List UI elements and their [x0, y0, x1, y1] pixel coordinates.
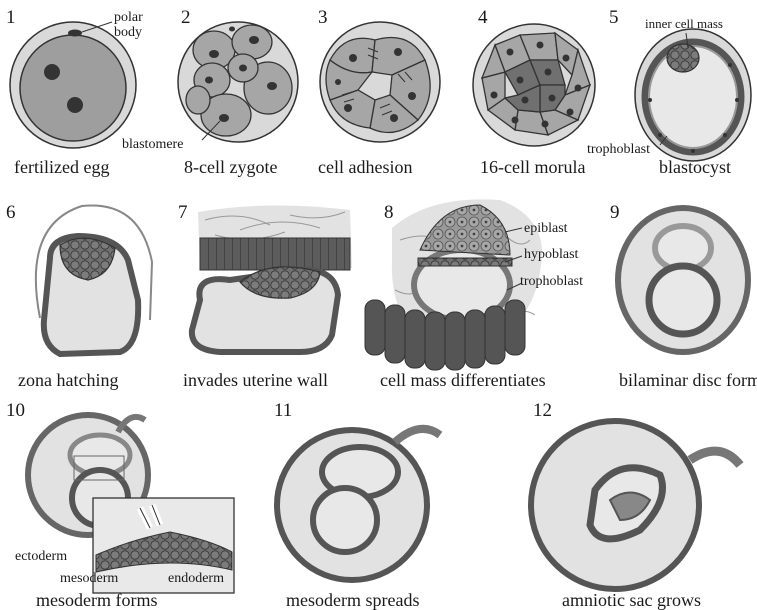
stage-8-cell-mass-differentiates: 8 epiblast hypoblast trophoblast cell ma…: [365, 199, 583, 390]
stage-number: 2: [181, 7, 191, 28]
stage-caption: cell adhesion: [318, 157, 412, 177]
stage-3-cell-adhesion: 3 cell adhesion: [318, 7, 440, 177]
pronucleus: [44, 64, 60, 80]
stage-11-mesoderm-spreads: 11 mesoderm spreads: [274, 400, 440, 610]
polar-body: [68, 30, 82, 37]
hypoblast-label: hypoblast: [524, 247, 579, 262]
stage-caption: mesoderm forms: [36, 590, 157, 610]
stage-caption: bilaminar disc forms: [619, 370, 757, 390]
yolk-sac: [313, 488, 377, 552]
stage-number: 6: [6, 202, 16, 223]
stage-4-16-cell-morula: 4 16-cell morula: [473, 7, 595, 177]
stage-12-amniotic-sac-grows: 12 amniotic sac grows: [531, 400, 740, 610]
stage-caption: cell mass differentiates: [380, 370, 546, 390]
stage-10-mesoderm-forms: 10 ectoderm mesoderm endoderm mesoderm f…: [6, 400, 234, 610]
inner-cells: [505, 60, 565, 112]
trophoblast-label: trophoblast: [587, 142, 650, 157]
stage-2-8-cell-zygote: 2 blastomere 8-cell zygote: [122, 7, 298, 177]
chorionic-villus: [690, 451, 740, 465]
ectoderm-label: ectoderm: [15, 549, 67, 564]
stage-5-blastocyst: 5 inner cell mass trophoblast blastocyst: [587, 7, 751, 177]
stage-caption: zona hatching: [18, 370, 118, 390]
stage-caption: fertilized egg: [14, 157, 109, 177]
stage-caption: amniotic sac grows: [562, 590, 701, 610]
stage-caption: blastocyst: [659, 157, 731, 177]
stage-caption: mesoderm spreads: [286, 590, 419, 610]
blastomere-label: blastomere: [122, 137, 183, 152]
epiblast-label: epiblast: [524, 221, 568, 236]
stage-caption: invades uterine wall: [183, 370, 328, 390]
stage-number: 3: [318, 7, 328, 28]
stage-number: 7: [178, 202, 188, 223]
stage-number: 4: [478, 7, 488, 28]
stage-7-invades-uterine-wall: 7 invades uterine wall: [178, 202, 352, 390]
yolk-sac: [649, 266, 717, 334]
stage-number: 9: [610, 202, 620, 223]
pronucleus: [67, 97, 83, 113]
inner-cell-mass: [667, 44, 699, 72]
stage-number: 10: [6, 400, 25, 421]
uterine-epithelium: [200, 238, 350, 270]
stage-caption: 16-cell morula: [480, 157, 585, 177]
trophoblast-label: trophoblast: [520, 274, 583, 289]
stage-number: 12: [533, 400, 552, 421]
egg-cell: [20, 35, 126, 141]
polar-body-label: polar: [114, 10, 143, 25]
stage-number: 1: [6, 7, 16, 28]
stage-number: 5: [609, 7, 619, 28]
stage-9-bilaminar-disc-forms: 9 bilaminar disc forms: [610, 202, 757, 390]
stage-number: 11: [274, 400, 292, 421]
mesoderm-label: mesoderm: [60, 571, 118, 586]
polar-body-label: body: [114, 25, 142, 40]
stage-6-zona-hatching: 6 zona hatching: [6, 202, 152, 390]
hypoblast: [418, 258, 512, 266]
chorionic-villus: [395, 429, 440, 442]
stage-caption: 8-cell zygote: [184, 157, 277, 177]
endoderm-label: endoderm: [168, 571, 224, 586]
inner-cell-mass-label: inner cell mass: [645, 16, 723, 31]
stage-number: 8: [384, 202, 394, 223]
